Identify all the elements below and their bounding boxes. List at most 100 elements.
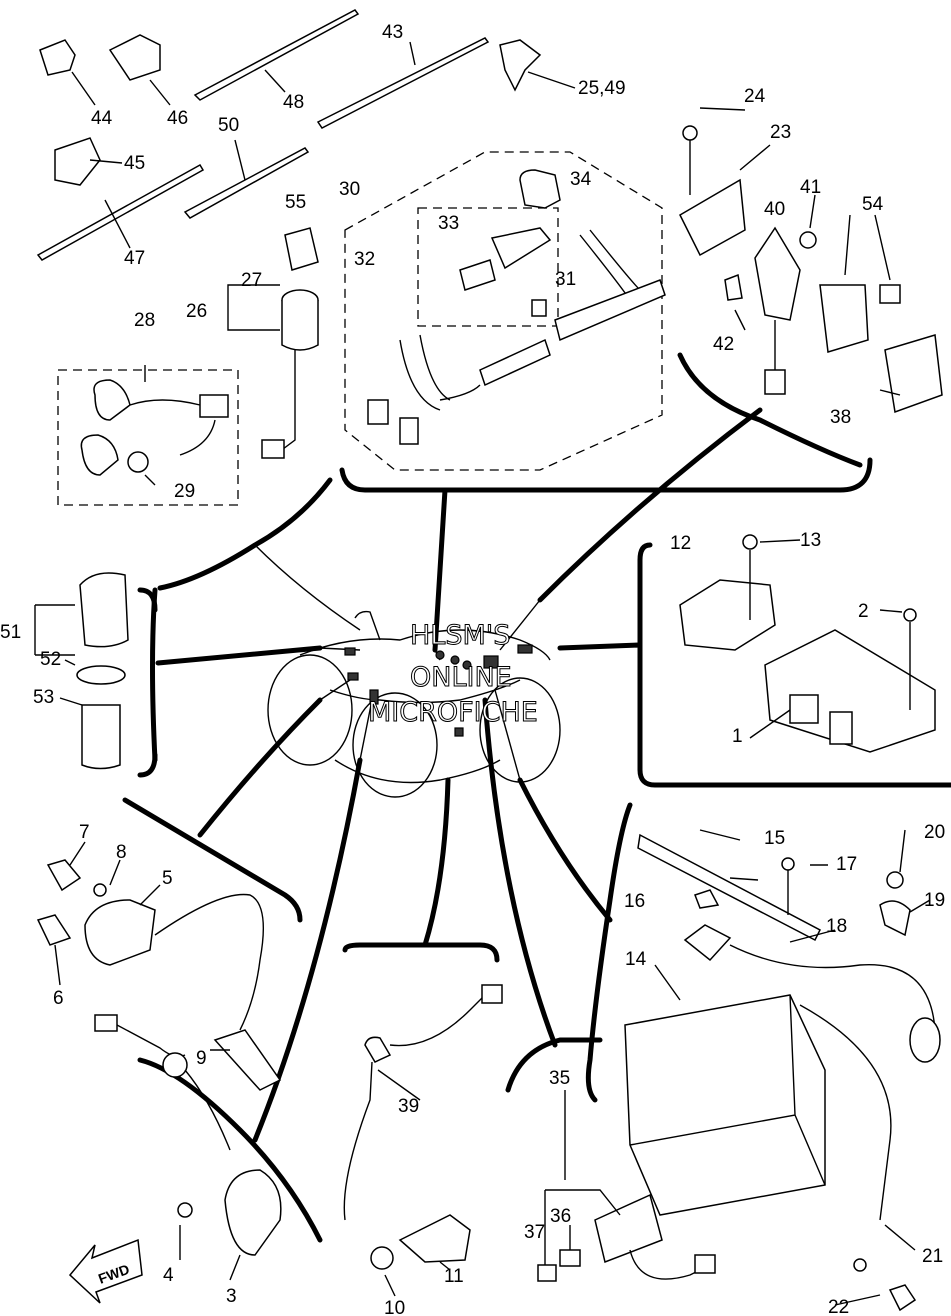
group-brackets — [122, 352, 951, 1243]
fwd-arrow: FWD — [68, 1238, 143, 1304]
callout-33: 33 — [438, 213, 459, 234]
watermark-line3: MICROFICHE — [368, 697, 538, 728]
callout-32: 32 — [354, 249, 375, 270]
washer-8-icon — [93, 883, 107, 897]
callout-29: 29 — [174, 481, 195, 502]
callout-26: 26 — [186, 301, 207, 322]
band-19-icon — [879, 900, 911, 937]
callout-9: 9 — [196, 1048, 207, 1069]
callout-34: 34 — [570, 169, 592, 190]
bolt-4-icon — [177, 1202, 193, 1218]
sleeve-33-icon — [490, 227, 552, 270]
callout-12: 12 — [670, 533, 691, 554]
fuse-37-icon — [537, 1264, 557, 1282]
clip-42-icon — [724, 273, 743, 301]
switch-39-icon — [364, 1036, 392, 1063]
ecu-group — [679, 534, 936, 753]
bulb-29-icon — [127, 451, 149, 473]
harness-group — [344, 151, 666, 471]
callout-30: 30 — [339, 179, 360, 200]
callout-6: 6 — [53, 988, 64, 1009]
callout-39: 39 — [398, 1096, 419, 1117]
callout-54: 54 — [862, 194, 884, 215]
callout-4: 4 — [163, 1265, 174, 1286]
callout-35: 35 — [549, 1068, 570, 1089]
callout-1: 1 — [732, 726, 743, 747]
watermark: HLSM'S ONLINE MICROFICHE — [368, 620, 539, 729]
callout-47: 47 — [124, 248, 145, 269]
coupler-31-icon — [531, 299, 547, 317]
watermark-line2: ONLINE — [410, 662, 512, 693]
callout-2: 2 — [858, 601, 869, 622]
callout-36: 36 — [550, 1206, 571, 1227]
clamp-46-icon — [108, 34, 161, 81]
cap-34-icon — [519, 169, 561, 209]
vehicle-outline — [267, 610, 561, 798]
callout-41: 41 — [800, 177, 821, 198]
callout-55: 55 — [285, 192, 306, 213]
relay-23-icon — [679, 178, 746, 257]
callout-40: 40 — [764, 199, 785, 220]
tie-43-icon — [316, 37, 490, 129]
regulator-12-icon — [679, 579, 776, 651]
callout-31: 31 — [555, 269, 576, 290]
callout-38: 38 — [830, 407, 851, 428]
callout-53: 53 — [33, 687, 54, 708]
callout-10: 10 — [384, 1298, 405, 1316]
switch-11-icon — [398, 1214, 471, 1263]
callout-50: 50 — [218, 115, 239, 136]
module-35-icon — [594, 1193, 663, 1264]
callout-5: 5 — [162, 868, 173, 889]
relay-40-icon — [754, 226, 801, 321]
tie-47-icon — [36, 163, 205, 261]
bolt-7-icon — [46, 859, 82, 892]
coil-5-icon — [84, 899, 156, 966]
socket-28a-icon — [93, 379, 131, 421]
callout-20: 20 — [924, 822, 945, 843]
screw-41-icon — [799, 231, 817, 249]
watermark-line1: HLSM'S — [410, 620, 510, 651]
cushion-16-icon — [694, 889, 720, 909]
bolt-13-icon — [742, 534, 758, 550]
callout-37: 37 — [524, 1222, 545, 1243]
fwd-arrow-icon — [68, 1238, 143, 1304]
callout-16: 16 — [624, 891, 645, 912]
sensor-3-icon — [224, 1169, 282, 1256]
callout-24: 24 — [744, 86, 766, 107]
callout-23: 23 — [770, 122, 791, 143]
socket-51-icon — [79, 572, 129, 648]
callout-51: 51 — [0, 622, 21, 643]
plug-cap-9-icon — [213, 1029, 282, 1091]
battery-group — [624, 829, 941, 1312]
sleeve-53-icon — [81, 704, 121, 770]
socket-28b-icon — [80, 434, 119, 476]
cap-20-icon — [886, 871, 904, 889]
callout-25-49: 25,49 — [578, 78, 626, 99]
clamp-44-icon — [39, 39, 76, 76]
callout-11: 11 — [444, 1266, 464, 1287]
callout-21: 21 — [922, 1246, 943, 1267]
ring-52-icon — [76, 665, 126, 685]
clamp-45-icon — [54, 137, 101, 186]
module-group — [537, 1090, 716, 1282]
fuse-box-54-icon — [819, 284, 869, 353]
callout-3: 3 — [226, 1286, 237, 1307]
bolt-2-icon — [903, 608, 917, 622]
bolt-17-icon — [781, 857, 795, 871]
callout-13: 13 — [800, 530, 821, 551]
switch-and-bulbs — [57, 227, 319, 506]
clamps-ties — [36, 9, 576, 261]
callout-43: 43 — [382, 22, 403, 43]
fuse-36-icon — [559, 1249, 581, 1267]
callout-8: 8 — [116, 842, 127, 863]
callout-22: 22 — [828, 1297, 849, 1316]
bolt-22-icon — [888, 1284, 917, 1312]
cap-55-icon — [284, 227, 319, 271]
callout-42: 42 — [713, 334, 734, 355]
callout-17: 17 — [836, 854, 857, 875]
callout-45: 45 — [124, 153, 145, 174]
callout-44: 44 — [91, 108, 113, 129]
callout-27: 27 — [241, 270, 262, 291]
callout-19: 19 — [924, 890, 945, 911]
